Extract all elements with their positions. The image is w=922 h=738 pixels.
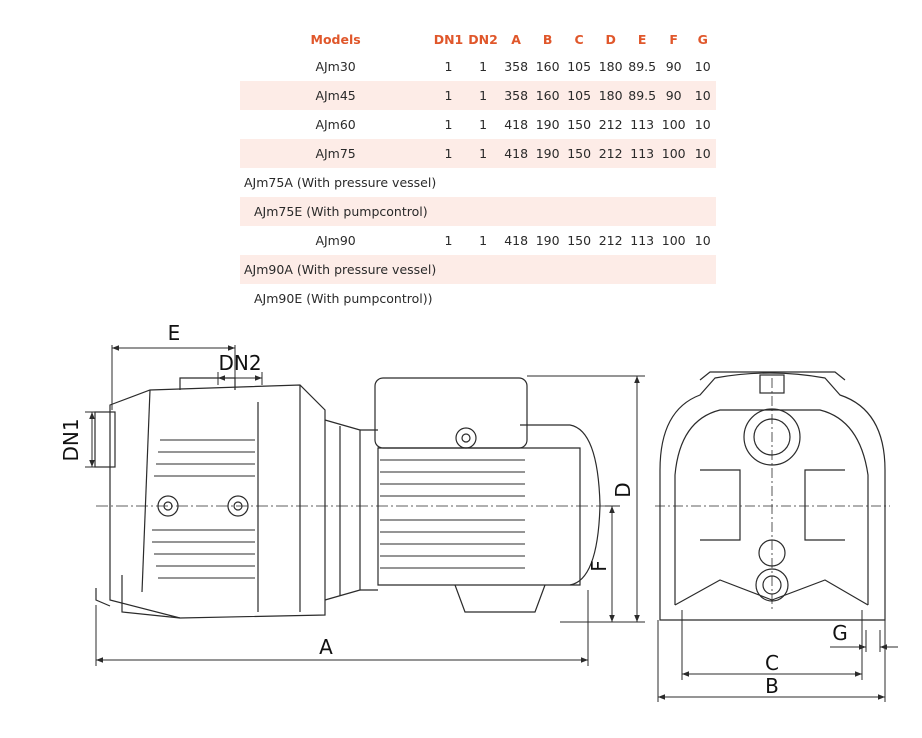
dim-label-b: B bbox=[765, 674, 779, 698]
dimension-value-cell: 358 bbox=[504, 59, 529, 74]
table-note-row: AJm90E (With pumpcontrol)) bbox=[240, 284, 716, 313]
model-name-cell: AJm90 bbox=[315, 233, 356, 248]
dimension-value-cell: 180 bbox=[598, 59, 623, 74]
header-c: C bbox=[574, 31, 584, 47]
header-models: Models bbox=[310, 31, 361, 47]
model-variant-note: AJm75E (With pumpcontrol) bbox=[240, 197, 716, 226]
dimension-value-cell: 10 bbox=[689, 139, 716, 168]
table-note-row: AJm90A (With pressure vessel) bbox=[240, 255, 716, 284]
dimension-value-cell: 113 bbox=[630, 117, 655, 132]
dimension-value-cell: 1 bbox=[465, 139, 501, 168]
table-note-row: AJm75A (With pressure vessel) bbox=[240, 168, 716, 197]
model-name-cell: AJm60 bbox=[315, 117, 356, 132]
motor-body bbox=[360, 377, 601, 613]
table-row: AJm90 1 1 418 190 150 212 113 100 10 bbox=[240, 226, 716, 255]
dimension-value-cell: 10 bbox=[694, 233, 711, 248]
dimension-value-cell: 190 bbox=[535, 117, 560, 132]
dimension-value-cell: 89.5 bbox=[626, 81, 658, 110]
dim-label-f: F bbox=[587, 560, 611, 572]
dimension-value-cell: 160 bbox=[535, 59, 560, 74]
dimension-value-cell: 190 bbox=[531, 139, 564, 168]
dimension-value-cell: 160 bbox=[531, 81, 564, 110]
model-variant-note: AJm75A (With pressure vessel) bbox=[244, 175, 437, 190]
table-note-row: AJm75E (With pumpcontrol) bbox=[240, 197, 716, 226]
dimension-value-cell: 212 bbox=[598, 233, 623, 248]
dimension-value-cell: 10 bbox=[694, 59, 711, 74]
dimension-value-cell: 418 bbox=[504, 117, 529, 132]
header-a: A bbox=[511, 31, 521, 47]
dimension-value-cell: 418 bbox=[500, 139, 532, 168]
header-b: B bbox=[542, 31, 553, 47]
dimension-value-cell: 100 bbox=[661, 233, 686, 248]
dimension-value-cell: 150 bbox=[567, 117, 592, 132]
dimension-value-cell: 89.5 bbox=[628, 59, 657, 74]
header-e: E bbox=[637, 31, 647, 47]
dimension-value-cell: 113 bbox=[630, 233, 655, 248]
dimension-value-cell: 212 bbox=[598, 117, 623, 132]
model-variant-note: AJm90E (With pumpcontrol)) bbox=[254, 291, 433, 306]
dimension-value-cell: 212 bbox=[594, 139, 627, 168]
dimension-value-cell: 1 bbox=[444, 117, 453, 132]
dim-label-g: G bbox=[832, 621, 848, 645]
dimension-value-cell: 358 bbox=[500, 81, 532, 110]
dimension-value-cell: 90 bbox=[665, 59, 682, 74]
dimension-value-cell: 1 bbox=[444, 59, 453, 74]
dimension-value-cell: 1 bbox=[479, 233, 488, 248]
dimension-value-cell: 1 bbox=[465, 81, 501, 110]
dimension-value-cell: 10 bbox=[694, 117, 711, 132]
model-name-cell: AJm30 bbox=[315, 59, 356, 74]
dim-label-e: E bbox=[168, 321, 181, 345]
dimension-value-cell: 90 bbox=[657, 81, 690, 110]
dimension-value-cell: 105 bbox=[567, 59, 592, 74]
dimension-value-cell: 1 bbox=[431, 139, 466, 168]
table-header-row: Models DN1 DN2 A B C D E F G bbox=[240, 26, 716, 52]
pump-housing bbox=[94, 377, 361, 619]
dimension-value-cell: 1 bbox=[444, 233, 453, 248]
dimension-value-cell: 190 bbox=[535, 233, 560, 248]
table-row: AJm60 1 1 418 190 150 212 113 100 10 bbox=[240, 110, 716, 139]
model-name-cell: AJm75 bbox=[240, 139, 432, 168]
dim-label-d: D bbox=[611, 482, 635, 497]
dimension-value-cell: 1 bbox=[431, 81, 466, 110]
header-d: D bbox=[605, 31, 616, 47]
pump-side-view bbox=[94, 377, 610, 619]
table-row: AJm30 1 1 358 160 105 180 89.5 90 10 bbox=[240, 52, 716, 81]
dim-label-dn2: DN2 bbox=[218, 351, 261, 375]
dimension-value-cell: 150 bbox=[563, 139, 595, 168]
header-f: F bbox=[669, 31, 678, 47]
dimension-value-cell: 1 bbox=[479, 59, 488, 74]
dimension-value-cell: 113 bbox=[626, 139, 658, 168]
header-dn1: DN1 bbox=[433, 31, 464, 47]
dimension-value-cell: 150 bbox=[567, 233, 592, 248]
dimension-value-cell: 1 bbox=[479, 117, 488, 132]
pump-end-view bbox=[655, 371, 890, 621]
header-g: G bbox=[697, 31, 708, 47]
header-dn2: DN2 bbox=[468, 31, 498, 47]
dimension-value-cell: 105 bbox=[563, 81, 595, 110]
dimension-value-cell: 180 bbox=[594, 81, 627, 110]
dim-label-dn1: DN1 bbox=[59, 418, 83, 461]
dim-label-a: A bbox=[319, 635, 333, 659]
model-name-cell: AJm45 bbox=[240, 81, 432, 110]
dimension-value-cell: 100 bbox=[661, 117, 686, 132]
dim-label-c: C bbox=[765, 651, 779, 675]
dimension-value-cell: 10 bbox=[689, 81, 716, 110]
model-variant-note: AJm90A (With pressure vessel) bbox=[240, 255, 716, 284]
dimension-value-cell: 418 bbox=[504, 233, 529, 248]
dimension-value-cell: 100 bbox=[657, 139, 690, 168]
